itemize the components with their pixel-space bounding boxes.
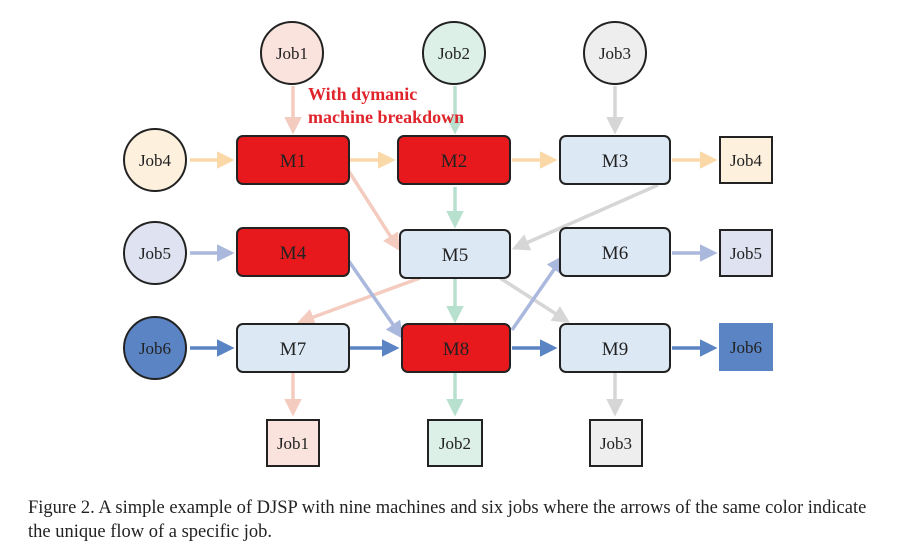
machine-m2-label: M2 [441,151,467,172]
machine-m8-box [401,323,511,373]
job6-output-box [719,323,773,371]
job4-input: Job4 [123,128,187,192]
job2-input: Job2 [422,21,486,85]
output-jobs: Job4 Job5 Job6 Job1 Job2 Job3 [266,136,773,467]
machine-m5: M5 [399,229,511,279]
machine-m3-box [559,135,671,185]
job1-output: Job1 [266,419,320,467]
job5-input-circle [123,221,187,285]
job2-output: Job2 [427,419,483,467]
job6-input-label: Job6 [139,339,171,358]
job1-output-box [266,419,320,467]
machine-m4: M4 [236,227,350,277]
job5-output-label: Job5 [730,244,762,263]
job6-input-circle [123,316,187,380]
job3-input-circle [583,21,647,85]
job2-input-label: Job2 [438,44,470,63]
arrow-m1-to-m5 [346,169,400,251]
job2-input-circle [422,21,486,85]
job1-output-label: Job1 [277,434,309,453]
machine-m9-label: M9 [602,339,628,360]
machine-m7: M7 [236,323,350,373]
breakdown-annotation: With dymanic machine breakdown [308,84,464,127]
job5-output-box [719,229,773,277]
job5-output: Job5 [719,229,773,277]
machine-m3-label: M3 [602,151,628,172]
job3-output-box [589,419,643,467]
annotation-line2: machine breakdown [308,107,464,127]
arrow-m8-to-m6 [510,255,564,331]
machine-m2-box [397,135,511,185]
arrow-m4-to-m8 [346,258,404,339]
machine-m4-box [236,227,350,277]
machine-m8: M8 [401,323,511,373]
machine-m9-box [559,323,671,373]
job6-output-label: Job6 [730,338,762,357]
job3-input: Job3 [583,21,647,85]
machine-m5-label: M5 [442,245,468,266]
machines: M1 M2 M3 M4 M5 M6 M7 M8 [236,135,671,373]
arrow-m3-to-m5 [511,183,659,251]
machine-m8-label: M8 [443,339,469,360]
machine-m7-box [236,323,350,373]
job2-output-box [427,419,483,467]
djsp-diagram: Job1 Job2 Job3 Job4 Job5 Job6 M1 [123,21,773,467]
job4-output-box [719,136,773,184]
job3-input-label: Job3 [599,44,631,63]
figure-caption: Figure 2. A simple example of DJSP with … [28,498,867,542]
job1-input: Job1 [260,21,324,85]
machine-m6: M6 [559,227,671,277]
job2-output-label: Job2 [439,434,471,453]
machine-m6-label: M6 [602,243,628,264]
job6-output: Job6 [719,323,773,371]
machine-m5-box [399,229,511,279]
machine-m9: M9 [559,323,671,373]
job1-input-label: Job1 [276,44,308,63]
machine-m7-label: M7 [280,339,306,360]
job5-input-label: Job5 [139,244,171,263]
job4-input-label: Job4 [139,151,172,170]
machine-m4-label: M4 [280,243,307,264]
job4-output: Job4 [719,136,773,184]
job1-input-circle [260,21,324,85]
machine-m1-box [236,135,350,185]
job4-input-circle [123,128,187,192]
machine-m3: M3 [559,135,671,185]
job3-output: Job3 [589,419,643,467]
arrows [190,86,718,417]
input-jobs: Job1 Job2 Job3 Job4 Job5 Job6 [123,21,647,380]
job5-input: Job5 [123,221,187,285]
annotation-line1: With dymanic [308,84,417,104]
machine-m1: M1 [236,135,350,185]
job6-input: Job6 [123,316,187,380]
job3-output-label: Job3 [600,434,632,453]
machine-m2: M2 [397,135,511,185]
arrow-m5-to-m7 [296,276,421,326]
job4-output-label: Job4 [730,151,763,170]
machine-m6-box [559,227,671,277]
machine-m1-label: M1 [280,151,306,172]
